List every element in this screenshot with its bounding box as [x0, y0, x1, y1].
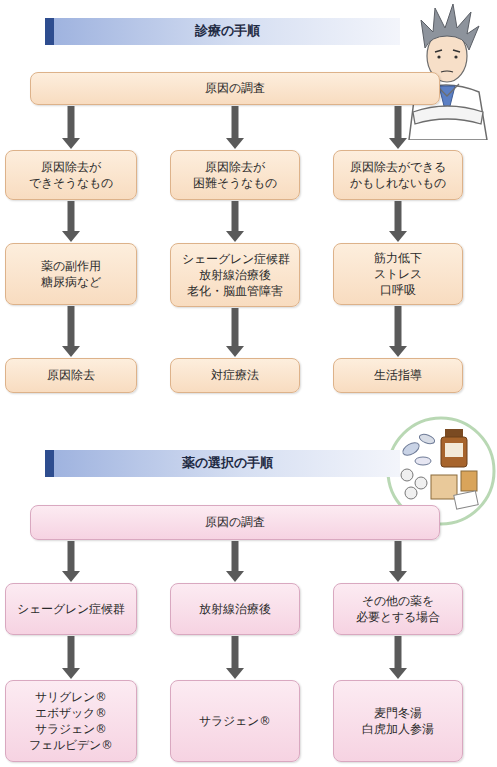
arrow-head [226, 138, 244, 149]
process-box: 薬の副作用 糖尿病など [5, 243, 137, 305]
arrow-head [226, 346, 244, 357]
arrow-connector [226, 201, 244, 242]
process-box: 原因除去 [5, 358, 137, 393]
arrow-head [226, 571, 244, 582]
arrow-head [226, 231, 244, 242]
arrow-connector [226, 541, 244, 582]
arrow-head [389, 571, 407, 582]
arrow-head [226, 668, 244, 679]
node-text: 原因除去が 困難そうなもの [191, 159, 278, 191]
arrow-head [389, 138, 407, 149]
arrow-shaft [232, 308, 239, 347]
process-box: サリグレン® エボザック® サラジェン® フェルビデン® [5, 680, 137, 762]
node-text: 診療の手順 [195, 22, 260, 40]
arrow-connector [62, 306, 80, 357]
arrow-connector [389, 541, 407, 582]
arrow-shaft [232, 106, 239, 139]
arrow-head [62, 571, 80, 582]
section-band: 薬の選択の手順 [45, 450, 400, 477]
node-text: シェーグレン症候群 [17, 601, 125, 617]
arrow-connector [389, 201, 407, 242]
arrow-connector [389, 636, 407, 679]
arrow-head [389, 346, 407, 357]
arrow-shaft [395, 106, 402, 139]
doctor-illustration [395, 0, 497, 140]
arrow-head [389, 668, 407, 679]
arrow-shaft [395, 201, 402, 232]
node-text: シェーグレン症候群 放射線治療後 老化・脳血管障害 [182, 251, 289, 299]
process-box: 麦門冬湯 白虎加人参湯 [333, 680, 463, 762]
arrow-connector [226, 106, 244, 149]
node-text: 放射線治療後 [199, 601, 271, 617]
arrow-shaft [232, 541, 239, 572]
arrow-shaft [232, 636, 239, 669]
node-text: その他の薬を 必要とする場合 [354, 593, 441, 625]
arrow-shaft [68, 306, 75, 347]
node-text: 薬の副作用 糖尿病など [39, 258, 103, 290]
process-box: シェーグレン症候群 [5, 583, 137, 635]
arrow-connector [62, 636, 80, 679]
arrow-connector [226, 308, 244, 357]
section-band: 診療の手順 [45, 18, 400, 45]
arrow-shaft [395, 636, 402, 669]
process-box: 生活指導 [333, 358, 463, 393]
node-text: 原因の調査 [205, 514, 265, 530]
process-box: その他の薬を 必要とする場合 [333, 583, 463, 635]
arrow-shaft [395, 306, 402, 347]
arrow-shaft [232, 201, 239, 232]
process-box: 原因除去が できそうなもの [5, 150, 137, 200]
arrow-head [62, 668, 80, 679]
arrow-connector [226, 636, 244, 679]
arrow-connector [62, 201, 80, 242]
arrow-shaft [68, 636, 75, 669]
arrow-head [62, 138, 80, 149]
node-text: 生活指導 [374, 367, 422, 383]
node-text: 原因除去 [47, 367, 95, 383]
process-box: シェーグレン症候群 放射線治療後 老化・脳血管障害 [170, 243, 300, 307]
arrow-connector [389, 306, 407, 357]
process-box: 原因の調査 [30, 505, 440, 540]
process-box: 対症療法 [170, 358, 300, 393]
arrow-shaft [395, 541, 402, 572]
node-text: 原因の調査 [205, 80, 265, 96]
arrow-shaft [68, 106, 75, 139]
node-text: サラジェン® [199, 713, 271, 729]
process-box: 原因の調査 [30, 72, 440, 105]
process-box: 原因除去ができる かもしれないもの [333, 150, 463, 200]
arrow-connector [389, 106, 407, 149]
node-text: 麦門冬湯 白虎加人参湯 [360, 705, 436, 737]
arrow-shaft [68, 541, 75, 572]
arrow-connector [62, 541, 80, 582]
process-box: サラジェン® [170, 680, 300, 762]
node-text: 薬の選択の手順 [182, 454, 273, 472]
arrow-connector [62, 106, 80, 149]
node-text: 原因除去が できそうなもの [27, 159, 114, 191]
arrow-head [62, 346, 80, 357]
arrow-head [62, 231, 80, 242]
arrow-head [389, 231, 407, 242]
process-box: 原因除去が 困難そうなもの [170, 150, 300, 200]
node-text: 原因除去ができる かもしれないもの [349, 159, 448, 191]
process-box: 筋力低下 ストレス 口呼吸 [333, 243, 463, 305]
process-box: 放射線治療後 [170, 583, 300, 635]
arrow-shaft [68, 201, 75, 232]
node-text: 対症療法 [211, 367, 259, 383]
node-text: サリグレン® エボザック® サラジェン® フェルビデン® [26, 689, 116, 753]
node-text: 筋力低下 ストレス 口呼吸 [372, 250, 425, 298]
